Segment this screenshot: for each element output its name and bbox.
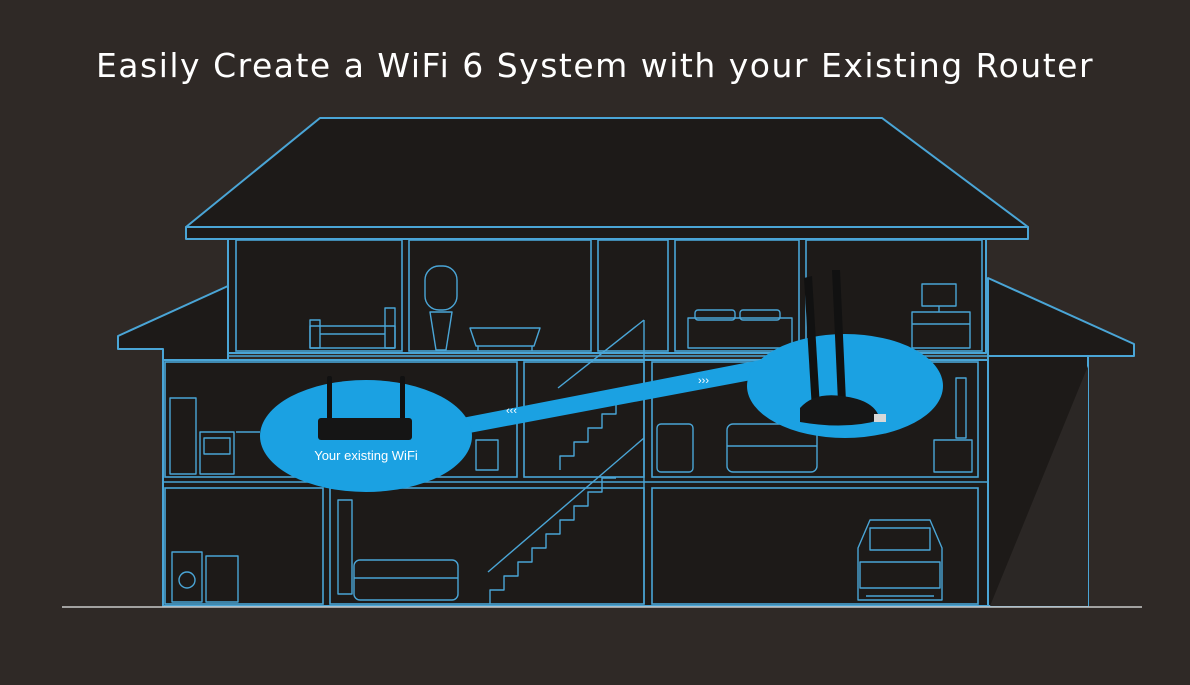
computer-desk-icon: [911, 283, 971, 349]
stove-icon: [169, 397, 260, 475]
car-icon: [857, 519, 943, 601]
bathtub-icon: [469, 327, 541, 351]
sofa-icon: [337, 499, 459, 601]
router-icon: [318, 376, 412, 440]
bed-icon: [687, 309, 793, 349]
washer-icon: [171, 551, 239, 603]
sofa-icon: [656, 423, 818, 473]
wifi-adapter-icon: [800, 270, 886, 426]
annex-shadow: [990, 366, 1088, 606]
page-title: Easily Create a WiFi 6 System with your …: [95, 46, 1095, 85]
toilet-icon: [424, 265, 458, 351]
chair-icon: [475, 439, 499, 471]
tv-icon: [933, 377, 973, 473]
signal-beam: [462, 360, 762, 434]
signal-arrows-right: ›››: [698, 375, 709, 387]
bed-icon: [309, 307, 396, 349]
router-caption: Your existing WiFi: [314, 448, 418, 463]
signal-arrows-left: ‹‹‹: [506, 405, 517, 417]
furniture: [169, 265, 973, 604]
